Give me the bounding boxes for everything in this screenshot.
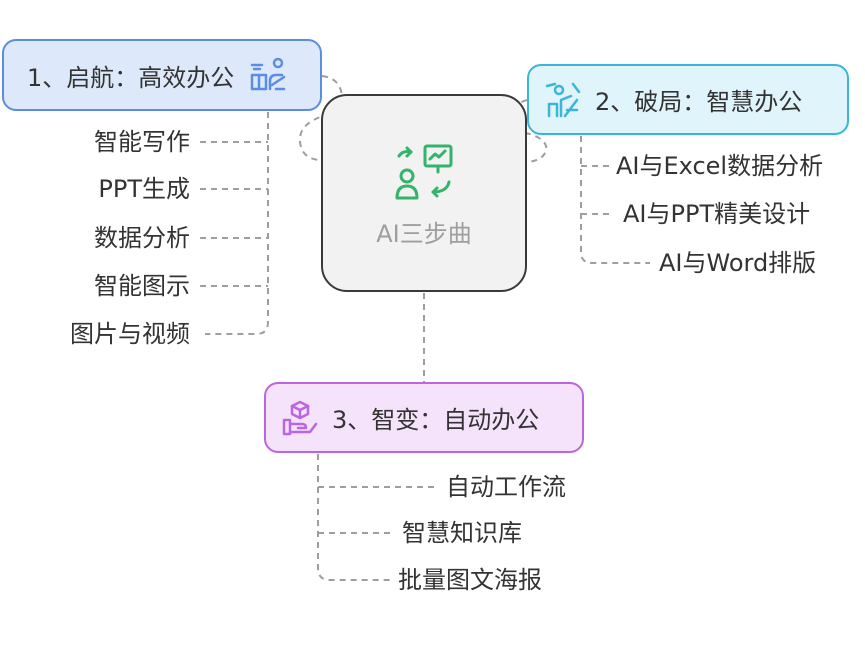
branch-2-node: 2、破局：智慧办公 (527, 64, 849, 135)
ship-icon (251, 57, 286, 91)
branch2-to-center (512, 99, 548, 163)
branch-3-item-1: 自动工作流 (446, 473, 566, 501)
branch-2-label: 2、破局：智慧办公 (595, 88, 803, 116)
breaking-through-icon (545, 82, 581, 117)
branch1-spine (205, 112, 269, 335)
branch-1-item-4: 智能图示 (94, 272, 190, 300)
branch-3-item-3: 批量图文海报 (398, 566, 542, 594)
branch-1-item-3: 数据分析 (94, 224, 190, 252)
branch3-spine (317, 454, 390, 581)
branch-2-item-2: AI与PPT精美设计 (623, 200, 811, 228)
branch-1-node: 1、启航：高效办公 (2, 39, 322, 111)
hand-box-icon (282, 400, 318, 435)
branch-2-item-1: AI与Excel数据分析 (616, 152, 824, 180)
center-node: AI三步曲 (321, 94, 527, 292)
branch-3-item-2: 智慧知识库 (402, 519, 522, 547)
branch-1-item-5: 图片与视频 (70, 320, 190, 348)
branch-1-label: 1、启航：高效办公 (27, 63, 235, 92)
branch-3-node: 3、智变：自动办公 (264, 382, 584, 453)
branch-2-item-3: AI与Word排版 (659, 249, 817, 277)
branch-1-item-1: 智能写作 (94, 128, 190, 156)
center-label: AI三步曲 (376, 220, 472, 248)
branch2-spine (580, 136, 650, 264)
branch-3-label: 3、智变：自动办公 (332, 406, 540, 434)
branch-1-item-2: PPT生成 (98, 175, 190, 203)
person-presentation-icon (395, 144, 453, 200)
